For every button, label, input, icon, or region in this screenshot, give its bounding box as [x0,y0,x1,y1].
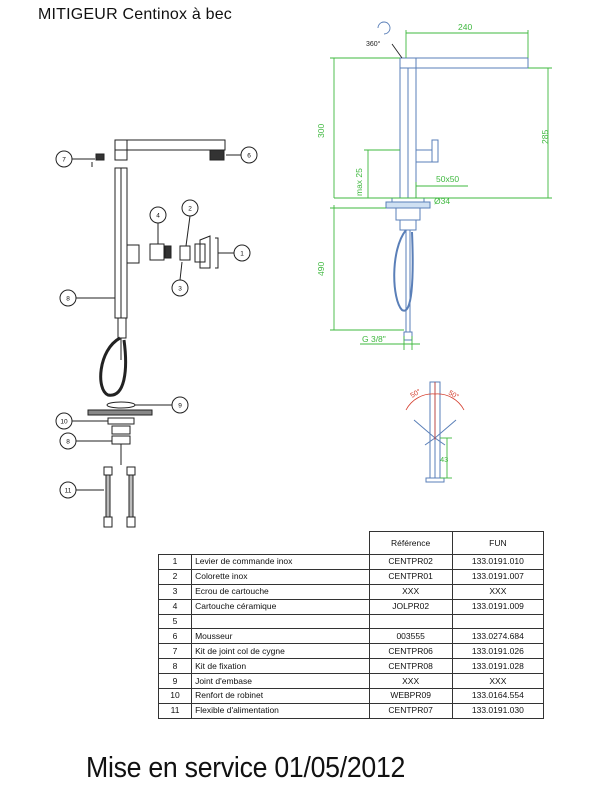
row-ref: XXX [368,673,453,690]
row-fun: XXX [451,673,545,690]
row-num: 8 [157,658,193,675]
thread-label: G 3/8" [362,334,386,344]
row-desc: Flexible d'alimentation [191,702,370,719]
row-ref [368,613,453,630]
row-num: 7 [157,643,193,660]
cartridge-part [149,243,165,261]
row-fun: 133.0274.684 [451,628,545,645]
callout-label: 10 [60,419,68,426]
row-fun: 133.0191.010 [451,554,545,570]
header-fun: FUN [451,531,545,555]
row-fun: 133.0191.007 [451,568,545,585]
callout-label: 9 [178,403,182,410]
spout-height-label: 285 [540,130,550,144]
callout-label: 2 [188,206,192,213]
row-fun: 133.0191.028 [451,658,545,675]
spout-length-label: 240 [458,22,472,32]
row-fun: XXX [451,583,545,600]
callout-label: 4 [156,213,160,220]
service-date-footer: Mise en service 01/05/2012 [86,752,406,784]
row-fun: 133.0191.026 [451,643,545,660]
section-label: 50x50 [436,174,459,184]
mounting-plate [87,409,153,416]
row-ref: XXX [368,583,453,600]
row-num: 2 [157,568,193,585]
table-row: 5 [157,613,545,630]
washer-part [179,245,191,261]
row-num: 10 [157,688,193,704]
angle-right-label: 50° [447,389,460,401]
row-ref: WEBPR09 [368,688,453,704]
row-fun: 133.0191.030 [451,702,545,719]
callout-label: 7 [62,157,66,164]
row-ref: CENTPR02 [368,554,453,570]
lever-width-label: 43 [440,455,448,464]
page-title: MITIGEUR Centinox à bec [38,6,232,23]
row-desc: Joint d'embase [191,673,370,690]
row-num: 6 [157,628,193,645]
row-desc: Levier de commande inox [191,554,370,570]
row-num: 4 [157,598,193,615]
table-header-row: Référence FUN [158,531,545,555]
height-total-label: 300 [316,124,326,138]
row-desc [191,613,370,630]
row-ref: JOLPR02 [368,598,453,615]
swivel-label: 360° [366,40,381,48]
callout-label: 3 [178,286,182,293]
callout-labels: 7 6 4 2 3 1 8 9 10 8 11 [60,153,251,495]
aerator-part [209,149,225,161]
row-ref: CENTPR01 [368,568,453,585]
base-diameter-label: Ø34 [434,196,450,206]
row-num: 9 [157,673,193,690]
angle-left-label: 50° [409,387,422,399]
row-ref: CENTPR06 [368,643,453,660]
callout-label: 8 [66,439,70,446]
row-desc: Cartouche céramique [191,598,370,615]
row-desc: Renfort de robinet [191,688,370,704]
row-num: 3 [157,583,193,600]
row-desc: Kit de joint col de cygne [191,643,370,660]
row-desc: Colorette inox [191,568,370,585]
exploded-view [55,139,258,528]
spout-arm [114,139,226,151]
callout-label: 8 [66,296,70,303]
below-deck-label: 490 [316,262,326,276]
row-ref: 003555 [368,628,453,645]
row-ref: CENTPR07 [368,702,453,719]
dimension-labels: 360° 240 300 285 max 25 50x50 Ø34 490 G … [316,22,550,464]
row-desc: Ecrou de cartouche [191,583,370,600]
row-num: 5 [157,613,193,630]
row-num: 11 [157,702,193,719]
row-num: 1 [157,554,193,570]
dimension-view [330,21,552,483]
callout-label: 11 [65,488,72,495]
row-ref: CENTPR08 [368,658,453,675]
callout-label: 6 [247,153,251,160]
callout-label: 1 [240,251,244,258]
row-fun [451,613,545,630]
row-fun: 133.0191.009 [451,598,545,615]
row-desc: Kit de fixation [191,658,370,675]
row-desc: Mousseur [191,628,370,645]
header-reference: Référence [368,531,453,555]
max-25-label: max 25 [354,168,364,196]
row-fun: 133.0164.554 [451,688,545,704]
